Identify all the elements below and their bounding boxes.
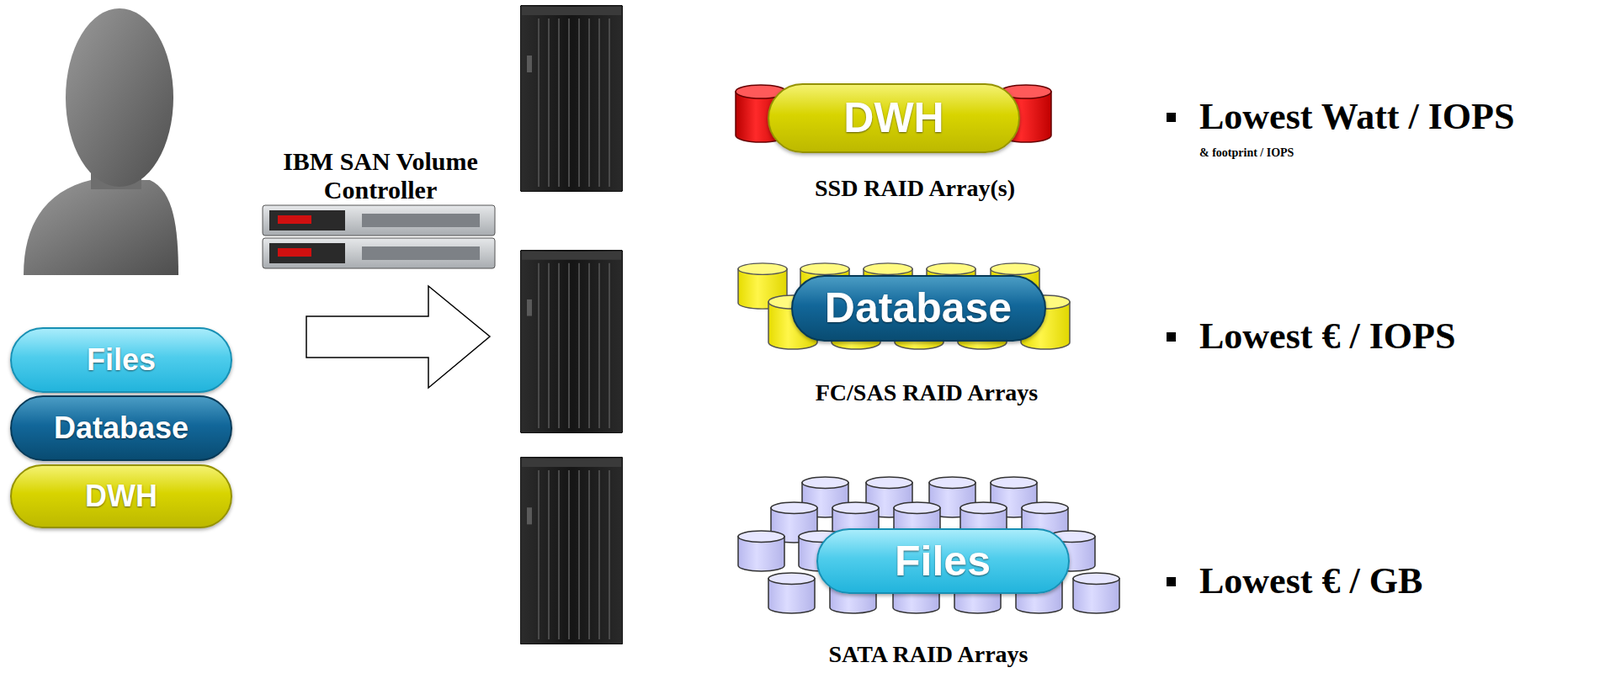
flow-arrow (306, 286, 490, 389)
data-pill: DWH (10, 464, 233, 529)
array-caption: SSD RAID Array(s) (814, 175, 1016, 202)
svc-display (277, 248, 312, 257)
svc-vent (361, 246, 480, 261)
pill-text: Files (86, 344, 156, 377)
sata-disk (768, 573, 815, 614)
sata-disk (738, 531, 785, 572)
benefit-text: Lowest € / GB (1199, 560, 1423, 604)
tier-pill: DWH (767, 83, 1021, 154)
sata-disk (1073, 573, 1120, 614)
device-label: IBM SAN Volume Controller (254, 147, 507, 206)
array-caption: FC/SAS RAID Arrays (815, 379, 1038, 407)
storage-tower (520, 249, 623, 434)
storage-tower (520, 5, 623, 192)
pill-text: Files (894, 539, 991, 585)
bullet-mark (1166, 112, 1176, 123)
tier-pill: Database (791, 275, 1047, 342)
tier-pill: Files (816, 528, 1070, 595)
svc-vent (361, 213, 480, 228)
pill-text: Database (824, 286, 1012, 331)
svc-panel (269, 210, 346, 231)
svc-display (277, 215, 312, 224)
user-silhouette (23, 8, 179, 276)
svc-unit (262, 238, 495, 269)
bullet-mark (1166, 332, 1176, 342)
array-caption: SATA RAID Arrays (829, 641, 1029, 669)
storage-tower (520, 457, 623, 645)
benefit-text: Lowest € / IOPS (1199, 315, 1456, 359)
pill-text: Database (53, 412, 189, 445)
pill-text: DWH (843, 95, 944, 141)
svc-panel (269, 243, 346, 264)
user-head (65, 8, 174, 187)
svc-device (262, 205, 495, 269)
benefit-text: Lowest Watt / IOPS (1199, 95, 1515, 139)
bullet-mark (1166, 577, 1176, 587)
data-pill: Files (10, 327, 233, 394)
user-shoulders (23, 180, 179, 276)
data-pill: Database (10, 395, 233, 462)
benefit-note: & footprint / IOPS (1199, 146, 1294, 160)
svc-unit (262, 205, 495, 236)
pill-text: DWH (85, 480, 158, 513)
